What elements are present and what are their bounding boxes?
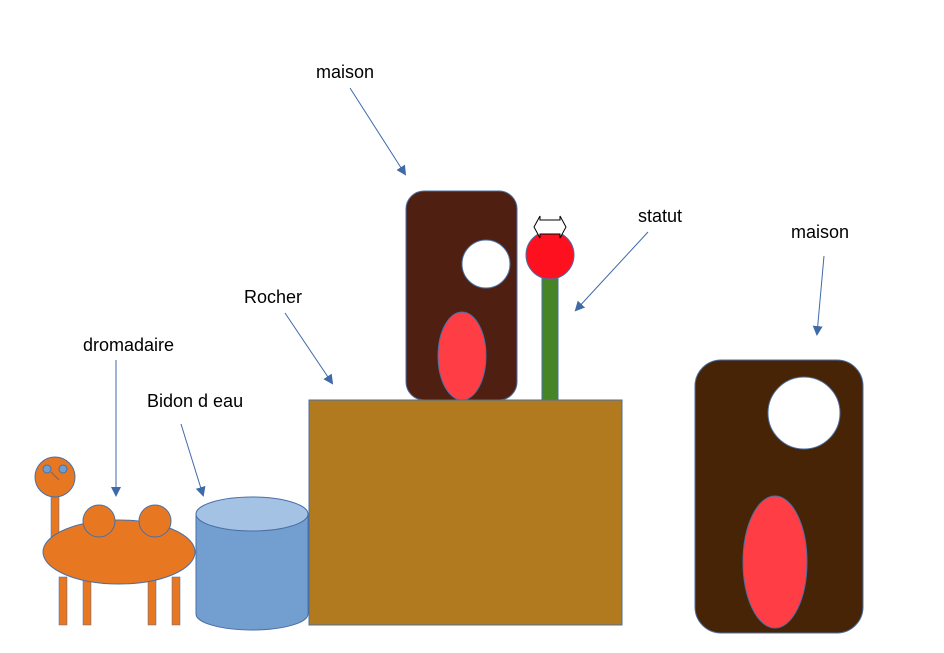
label-maison-right: maison — [791, 222, 849, 242]
house-left-door — [437, 311, 487, 401]
camel-hump — [82, 504, 116, 538]
camel-eye — [42, 464, 52, 474]
water-barrel — [195, 496, 309, 631]
barrel-body — [195, 513, 309, 631]
arrow-bidon — [180, 423, 206, 497]
camel-head — [34, 456, 76, 498]
house-right — [694, 359, 864, 634]
barrel-top — [195, 496, 309, 532]
statue-pole — [541, 276, 559, 401]
camel-body — [42, 519, 196, 585]
statue-head — [525, 230, 575, 280]
label-bidon: Bidon d eau — [147, 391, 243, 411]
camel-hump — [138, 504, 172, 538]
label-maison-top: maison — [316, 62, 374, 82]
camel-eye — [58, 464, 68, 474]
camel-neck — [50, 494, 60, 539]
arrow-rocher — [284, 312, 334, 385]
camel-leg — [171, 576, 181, 626]
statue — [525, 215, 575, 401]
camel-leg — [82, 576, 92, 626]
rock — [308, 399, 623, 626]
camel-leg — [147, 576, 157, 626]
arrow-statut — [574, 231, 649, 312]
arrow-maison-top — [349, 87, 407, 176]
label-dromadaire: dromadaire — [83, 335, 174, 355]
label-rocher: Rocher — [244, 287, 302, 307]
camel-leg — [58, 576, 68, 626]
house-left — [405, 190, 518, 401]
house-right-door — [742, 495, 808, 629]
house-left-window — [461, 239, 511, 289]
camel — [34, 456, 196, 626]
camel-mouth — [50, 471, 60, 481]
label-statut: statut — [638, 206, 682, 226]
double-arrow-icon — [533, 215, 567, 239]
arrow-maison-right — [812, 255, 825, 336]
house-right-window — [767, 376, 841, 450]
